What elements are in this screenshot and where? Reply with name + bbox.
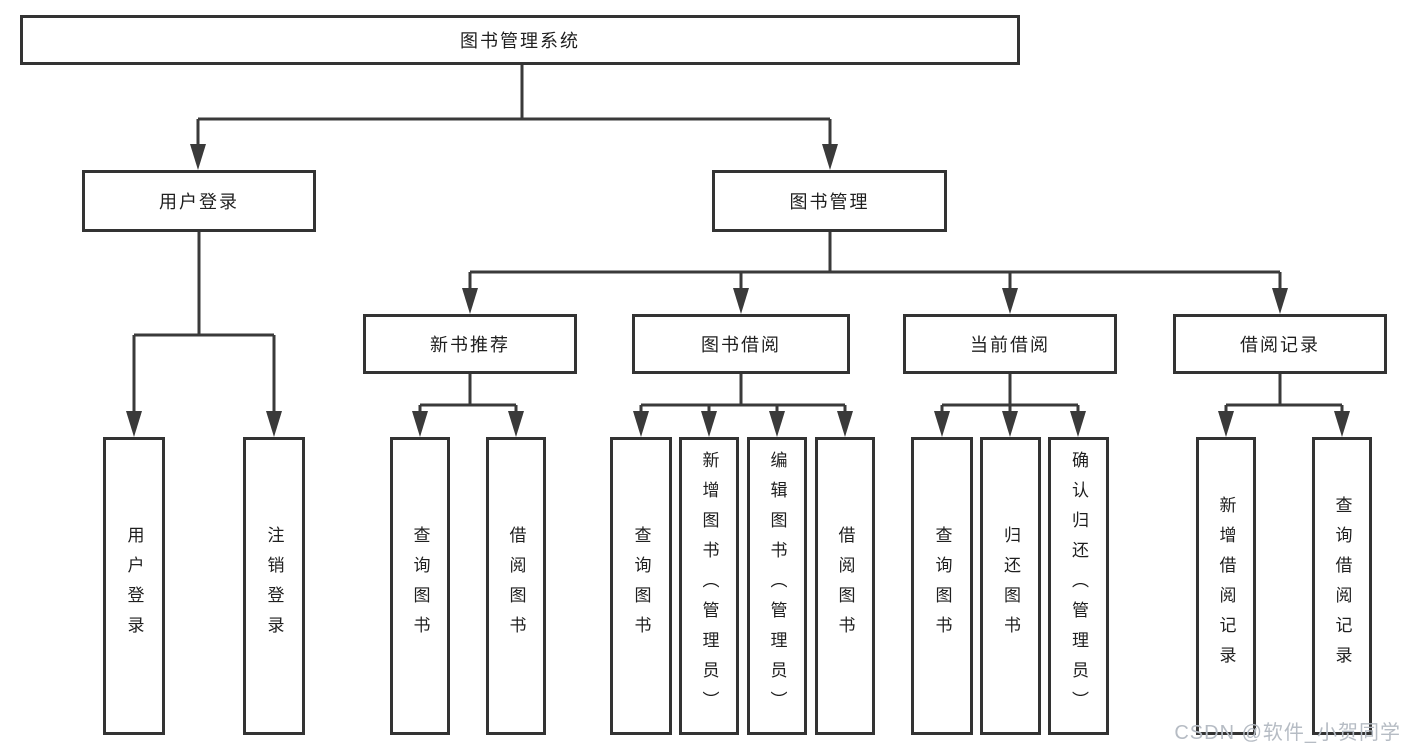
leaf-borrow-query-books: 查询图书 (610, 437, 672, 735)
node-borrow-records: 借阅记录 (1173, 314, 1387, 374)
leaf-current-query-books: 查询图书 (911, 437, 973, 735)
csdn-watermark: CSDN @软件_小贺同学 (1174, 722, 1401, 744)
leaf-add-books-admin-label: 新增图书（管理员） (699, 451, 719, 721)
leaf-recommend-query-books: 查询图书 (390, 437, 450, 735)
node-new-book-recommend-label: 新书推荐 (430, 335, 510, 355)
leaf-add-borrow-record-label: 新增借阅记录 (1216, 496, 1236, 676)
connector-borrow-records-group (1218, 374, 1350, 437)
node-book-management-label: 图书管理 (789, 192, 870, 212)
leaf-recommend-query-books-label: 查询图书 (410, 526, 430, 646)
leaf-user-login-label: 用户登录 (124, 526, 144, 646)
connector-new-book-recommend-group (412, 374, 524, 437)
node-library-system: 图书管理系统 (20, 15, 1020, 65)
leaf-edit-books-admin: 编辑图书（管理员） (747, 437, 807, 735)
connector-book-borrow-group (633, 374, 853, 437)
node-book-management: 图书管理 (712, 170, 947, 232)
node-library-system-label: 图书管理系统 (460, 31, 580, 51)
leaf-current-query-books-label: 查询图书 (932, 526, 952, 646)
node-current-borrow: 当前借阅 (903, 314, 1117, 374)
node-user-login-label: 用户登录 (159, 192, 239, 212)
leaf-confirm-return-admin: 确认归还（管理员） (1048, 437, 1109, 735)
leaf-confirm-return-admin-label: 确认归还（管理员） (1069, 451, 1088, 721)
node-new-book-recommend: 新书推荐 (363, 314, 577, 374)
leaf-borrow-query-books-label: 查询图书 (631, 526, 651, 646)
leaf-return-books-label: 归还图书 (1001, 526, 1020, 646)
connector-book-management-to-level3 (462, 232, 1288, 314)
leaf-add-books-admin: 新增图书（管理员） (679, 437, 739, 735)
node-current-borrow-label: 当前借阅 (970, 335, 1050, 355)
node-user-login: 用户登录 (82, 170, 316, 232)
leaf-recommend-borrow-books-label: 借阅图书 (506, 526, 526, 646)
leaf-return-books: 归还图书 (980, 437, 1041, 735)
leaf-query-borrow-record: 查询借阅记录 (1312, 437, 1372, 735)
connector-root-to-level2 (190, 65, 838, 170)
node-book-borrow: 图书借阅 (632, 314, 850, 374)
leaf-user-login: 用户登录 (103, 437, 165, 735)
leaf-query-borrow-record-label: 查询借阅记录 (1332, 496, 1352, 676)
leaf-logout: 注销登录 (243, 437, 305, 735)
leaf-borrow-books: 借阅图书 (815, 437, 875, 735)
leaf-logout-label: 注销登录 (264, 526, 284, 646)
leaf-borrow-books-label: 借阅图书 (835, 526, 855, 646)
leaf-recommend-borrow-books: 借阅图书 (486, 437, 546, 735)
node-book-borrow-label: 图书借阅 (701, 335, 781, 355)
node-borrow-records-label: 借阅记录 (1240, 335, 1320, 355)
leaf-add-borrow-record: 新增借阅记录 (1196, 437, 1256, 735)
connector-user-login-group (126, 232, 282, 437)
connector-current-borrow-group (934, 374, 1086, 437)
leaf-edit-books-admin-label: 编辑图书（管理员） (767, 451, 787, 721)
